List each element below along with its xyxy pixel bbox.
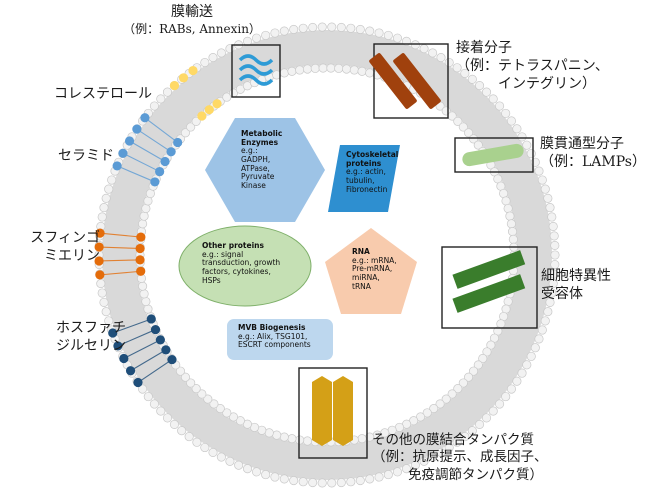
cholesterol-lipids — [169, 65, 222, 121]
label-cell-specific-receptor: 細胞特異性 受容体 — [541, 268, 611, 302]
adhesion-molecule — [369, 43, 449, 119]
rna-pentagon — [325, 228, 417, 314]
lipid-bilayer-membrane — [94, 22, 560, 488]
label-membrane-transport: 膜輸送 （例：RABs, Annexin） — [123, 4, 261, 36]
cell-specific-receptor — [441, 246, 538, 329]
label-ceramide: セラミド — [58, 148, 114, 164]
label-cholesterol: コレステロール — [54, 86, 152, 102]
ceramide-lipids — [112, 113, 183, 187]
label-sphingomyelin: スフィンゴ ミエリン — [30, 230, 100, 264]
cytoskeletal-proteins-text: Cytoskeletal proteins e.g.: actin, tubul… — [346, 150, 399, 194]
other-proteins-text: Other proteins e.g.: signal transduction… — [202, 241, 281, 285]
membrane-transport-protein — [231, 44, 281, 98]
phosphatidylserine-lipids — [108, 314, 177, 388]
other-membrane-protein — [298, 367, 368, 459]
other-proteins-ellipse — [178, 225, 312, 307]
label-adhesion-molecule: 接着分子 （例：テトラスパニン、 インテグリン） — [456, 40, 609, 92]
mvb-biogenesis-text: MVB Biogenesis e.g.: Alix, TSG101, ESCRT… — [238, 323, 311, 350]
lipid-groups — [94, 65, 222, 388]
cytoskeletal-proteins-shape — [328, 145, 400, 212]
lipid-head-groups — [94, 22, 560, 488]
label-other-membrane-proteins: その他の膜結合タンパク質 （例：抗原提示、成長因子、 免疫調節タンパク質） — [372, 432, 548, 483]
mvb-biogenesis-box — [227, 319, 333, 360]
metabolic-enzymes-text: Metabolic Enzymes e.g.: GADPH, ATPase, P… — [241, 129, 283, 190]
metabolic-enzymes-hexagon — [205, 118, 325, 222]
sphingomyelin-lipids — [94, 228, 146, 280]
transmembrane-molecule — [454, 137, 534, 173]
label-phosphatidylserine: ホスファチ ジルセリン — [56, 320, 126, 354]
rna-text: RNA e.g.: mRNA, Pre-mRNA, miRNA, tRNA — [352, 247, 397, 291]
label-transmembrane-molecule: 膜貫通型分子 （例：LAMPs） — [540, 136, 646, 170]
